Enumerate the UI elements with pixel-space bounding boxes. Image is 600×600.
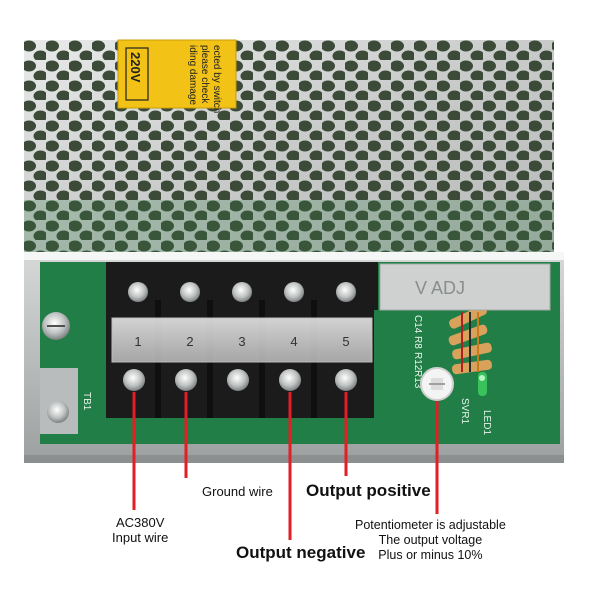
pcb-mark-r13: R13 xyxy=(412,370,423,389)
pcb-mark-r12: R12 xyxy=(412,352,423,371)
label-potentiometer-line-3: Plus or minus 10% xyxy=(378,548,483,562)
resistors xyxy=(448,305,492,375)
terminal-number-4: 4 xyxy=(290,334,297,349)
back-screws xyxy=(128,282,356,302)
terminal-number-5: 5 xyxy=(342,334,349,349)
label-output-positive: Output positive xyxy=(306,481,431,500)
pcb-mark-r8: R8 xyxy=(412,336,423,349)
terminal-number-3: 3 xyxy=(238,334,245,349)
label-ac-input-line-1: AC380V xyxy=(115,515,165,530)
sticker-line-2: please check xyxy=(199,45,210,104)
front-screws xyxy=(123,369,357,391)
label-ac-input: AC380V Input wire xyxy=(112,515,168,545)
terminal-block: 1 2 3 4 5 xyxy=(106,262,378,418)
label-potentiometer: Potentiometer is adjustable The output v… xyxy=(355,518,506,563)
label-ac-input-line-2: Input wire xyxy=(112,530,169,545)
perforated-cover xyxy=(24,40,554,255)
terminal-number-2: 2 xyxy=(186,334,193,349)
pcb-mark-svr1: SVR1 xyxy=(459,398,470,425)
callout-lines xyxy=(132,392,439,540)
sticker-line-1: ected by switch xyxy=(211,45,222,113)
label-output-negative: Output negative xyxy=(236,543,366,562)
terminal-cover xyxy=(111,317,373,363)
potentiometer-icon xyxy=(420,367,454,401)
ground-screw xyxy=(40,312,78,434)
sticker-voltage: 220V xyxy=(128,52,143,83)
warning-sticker: ected by switch please check iding damag… xyxy=(117,39,237,113)
label-ground-wire: Ground wire xyxy=(202,484,273,499)
sticker-line-3: iding damage xyxy=(187,45,198,105)
led-icon xyxy=(478,372,487,396)
pcb-mark-c14: C14 xyxy=(412,315,423,334)
label-potentiometer-line-1: Potentiometer is adjustable xyxy=(355,518,506,532)
pcb-mark-tb1: TB1 xyxy=(81,392,92,411)
v-adj-label: V ADJ xyxy=(415,278,465,298)
terminal-number-1: 1 xyxy=(134,334,141,349)
pcb-mark-led1: LED1 xyxy=(481,410,492,435)
v-adj-plate: V ADJ xyxy=(379,263,551,311)
terminal-numbers: 1 2 3 4 5 xyxy=(134,334,349,349)
label-potentiometer-line-2: The output voltage xyxy=(378,533,483,547)
